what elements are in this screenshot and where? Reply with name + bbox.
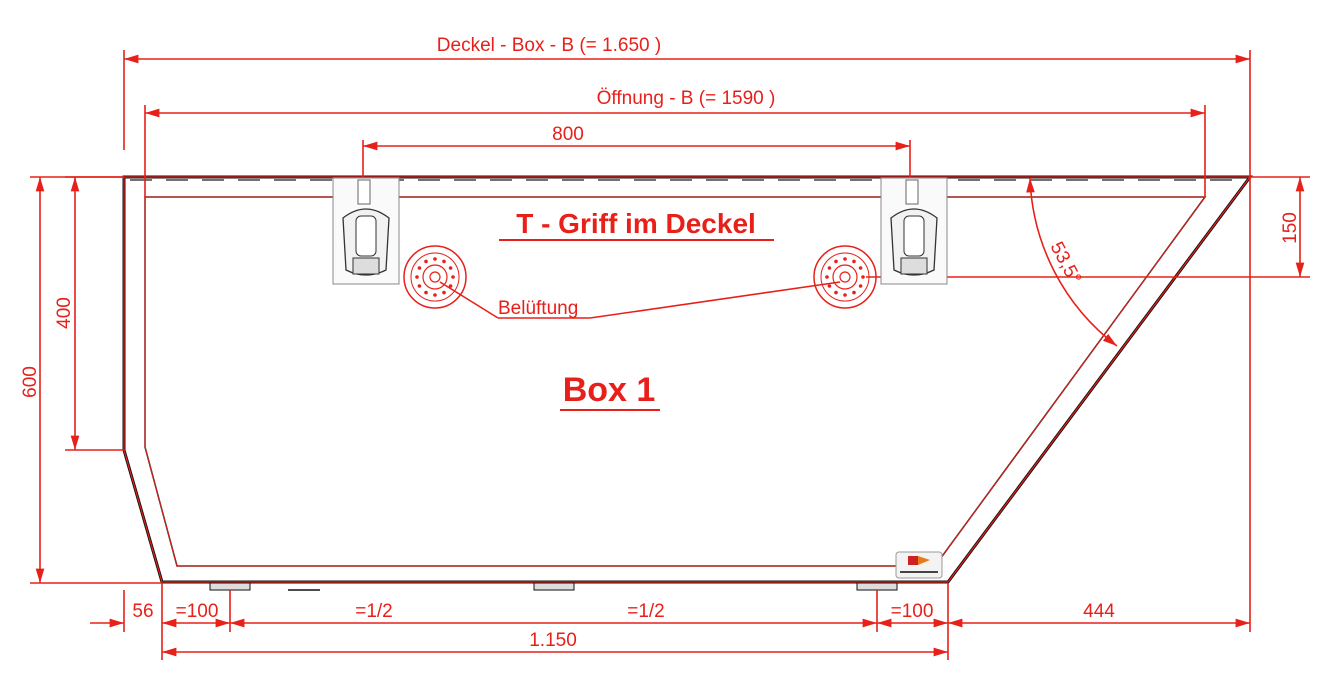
- vent-label: Belüftung: [498, 298, 578, 319]
- deckel-width-label: Deckel - Box - B (= 1.650 ): [437, 35, 661, 56]
- vent-hole: [834, 290, 838, 295]
- vent-hole: [433, 257, 437, 261]
- vent-hole: [852, 259, 856, 264]
- vent-hole: [825, 275, 829, 279]
- box-label: Box 1: [563, 371, 656, 409]
- vent-hole: [827, 284, 832, 288]
- dim-half-right-label: =1/2: [627, 601, 665, 622]
- vent-hole: [448, 284, 453, 288]
- foot-left: [209, 582, 251, 591]
- vent-hole: [858, 284, 863, 288]
- vent-left: [403, 245, 467, 309]
- vent-hole: [834, 259, 838, 264]
- vent-leaders: [439, 281, 841, 319]
- vent-hole: [858, 266, 863, 270]
- vent-hole: [843, 293, 847, 297]
- vent-hole: [843, 257, 847, 261]
- dim-444-label: 444: [1083, 601, 1115, 622]
- t-handle-right: [880, 177, 948, 285]
- handle-label: T - Griff im Deckel: [516, 208, 756, 239]
- opening-width-label: Öffnung - B (= 1590 ): [597, 88, 776, 109]
- foot-right: [856, 582, 898, 591]
- vent-hole: [448, 266, 453, 270]
- handle-spacing-label: 800: [552, 124, 584, 145]
- vent-hole: [442, 259, 446, 264]
- dim-400-label: 400: [54, 297, 75, 329]
- vent-hole: [424, 259, 428, 264]
- vent-holes: [415, 257, 865, 297]
- vent-hole: [433, 293, 437, 297]
- company-logo: [895, 551, 943, 579]
- vent-hole: [852, 290, 856, 295]
- vent-hole: [417, 284, 422, 288]
- vent-hole: [451, 275, 455, 279]
- dimension-600: 600: [20, 176, 162, 584]
- dim-half-left-label: =1/2: [355, 601, 393, 622]
- dimension-deckel-width: Deckel - Box - B (= 1.650 ): [123, 35, 1251, 177]
- dim-150-label: 150: [1280, 212, 1301, 244]
- vent-hole: [415, 275, 419, 279]
- dim-56-label: 56: [132, 601, 153, 622]
- dimension-400: 400: [54, 176, 124, 451]
- foot-center: [533, 582, 575, 591]
- t-handle-left: [332, 177, 400, 285]
- vent-hole: [417, 266, 422, 270]
- dim-total-label: 1.150: [529, 630, 577, 651]
- dim-600-label: 600: [20, 366, 41, 398]
- dim-100-left-label: =100: [176, 601, 219, 622]
- vent-right: [813, 245, 877, 309]
- dim-100-right-label: =100: [891, 601, 934, 622]
- vent-hole: [442, 290, 446, 295]
- angle-label: 53,5°: [1046, 238, 1085, 287]
- dimension-handle-spacing: 800: [362, 124, 911, 178]
- dimension-opening-width: Öffnung - B (= 1590 ): [144, 88, 1206, 197]
- vent-hole: [861, 275, 865, 279]
- dimension-angle: 53,5°: [1026, 177, 1118, 347]
- vent-hole: [424, 290, 428, 295]
- bottom-dimension-row: 56 =100 =1/2 =1/2 =100 444 1.150: [90, 177, 1251, 660]
- vent-hole: [827, 266, 832, 270]
